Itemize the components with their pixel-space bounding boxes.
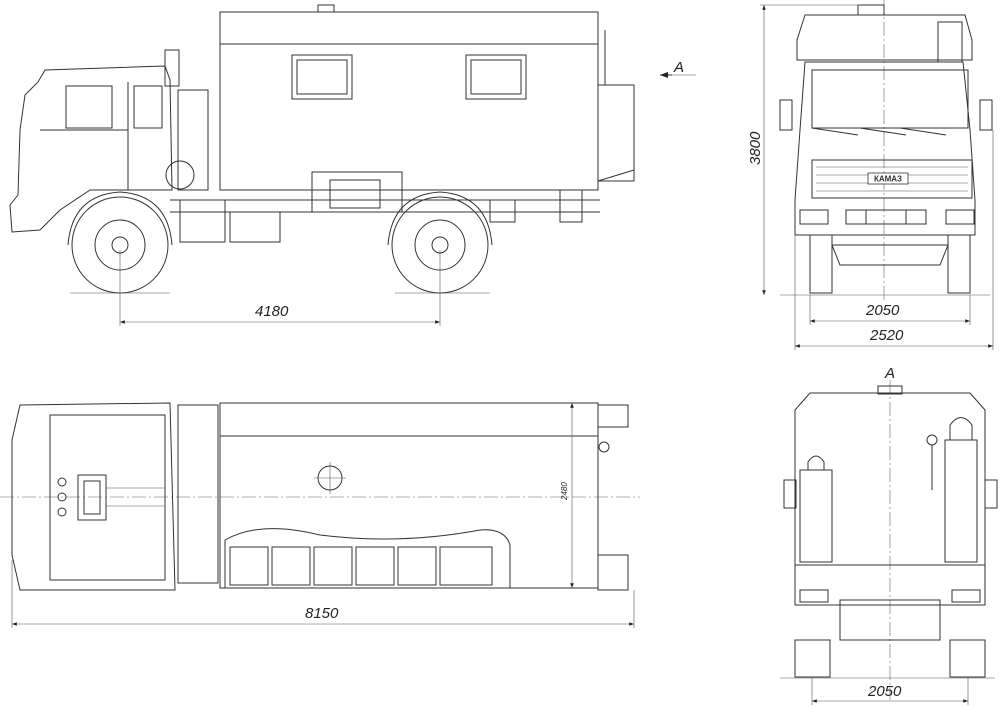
- roof-hatch: [317, 4, 335, 13]
- wheelbase-label: 4180: [255, 303, 289, 320]
- body-top: [219, 402, 599, 589]
- cab-window: [65, 85, 113, 129]
- storage-compartments: [229, 546, 493, 586]
- body-window-right: [465, 54, 527, 100]
- section-marker-a: A: [673, 59, 684, 76]
- cab-front: [794, 61, 976, 236]
- front-track-label: 2050: [865, 302, 900, 319]
- body-window-left: [291, 54, 353, 100]
- side-view: 4180 A: [9, 4, 696, 326]
- overall-width-label: 2520: [869, 327, 904, 344]
- rear-view: A 2050: [780, 365, 998, 705]
- exhaust: [164, 49, 180, 87]
- mirror-left: [779, 99, 793, 131]
- mirror-right: [979, 99, 993, 131]
- rear-track-label: 2050: [867, 683, 902, 700]
- top-view: 2480 8150: [0, 402, 640, 628]
- windshield: [811, 69, 969, 129]
- body-width-label: 2480: [560, 482, 569, 501]
- cab-outline: [9, 65, 173, 233]
- cab-top: [11, 402, 176, 591]
- kamaz-logo: [867, 172, 909, 185]
- body-box: [219, 11, 599, 191]
- grille-logo: КАМАЗ: [874, 175, 902, 184]
- front-view: КАМАЗ 3800 2050 2520: [747, 0, 994, 350]
- overall-length-label: 8150: [305, 605, 339, 622]
- height-label: 3800: [747, 131, 764, 165]
- rear-view-marker-a: A: [884, 365, 895, 382]
- grille: КАМАЗ: [811, 159, 973, 199]
